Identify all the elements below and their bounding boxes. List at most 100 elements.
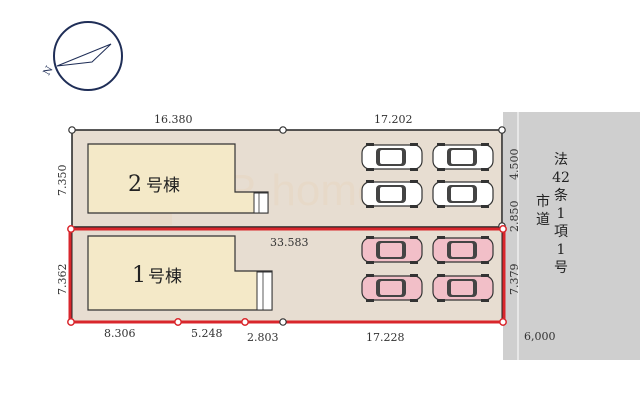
lot-1-selection-outline[interactable] xyxy=(68,227,506,324)
parking-car-lot2 xyxy=(361,143,423,171)
compass-north-label: N xyxy=(42,64,56,77)
road-label-char: 42 xyxy=(552,170,570,186)
boundary-marker xyxy=(67,225,75,233)
dim-lot2-frontage: 2.850 xyxy=(508,201,521,233)
parking-car-lot2 xyxy=(432,180,494,208)
parking-car-lot1 xyxy=(361,274,423,302)
dim-lot1-bottom-1: 8.306 xyxy=(104,327,136,340)
road-area xyxy=(503,112,640,360)
lot-2-parking xyxy=(361,143,494,208)
building-1-entrance xyxy=(256,271,273,311)
car-wheel xyxy=(481,143,489,146)
car-roof xyxy=(380,281,402,295)
car-wheel xyxy=(437,180,445,183)
dim-lot2-top-right: 17.202 xyxy=(374,113,413,126)
car-roof xyxy=(451,281,473,295)
boundary-marker xyxy=(279,318,287,326)
north-arrow-pointer-light xyxy=(56,43,112,67)
building-1-number: 1 xyxy=(132,263,146,288)
dim-lot1-bottom-4: 17.228 xyxy=(366,331,405,344)
road-label-char: 道 xyxy=(536,212,550,228)
building-1: 1 号棟 xyxy=(87,235,273,311)
parking-car-lot1 xyxy=(432,236,494,264)
car-wheel xyxy=(481,236,489,239)
car-wheel xyxy=(410,180,418,183)
dim-lot2-right: 4.500 xyxy=(508,149,521,181)
boundary-marker xyxy=(498,126,506,134)
car-roof xyxy=(380,243,402,257)
car-roof xyxy=(451,243,473,257)
boundary-marker xyxy=(279,126,287,134)
car-wheel xyxy=(481,274,489,277)
building-1-suffix: 号棟 xyxy=(148,267,182,287)
car-wheel xyxy=(366,180,374,183)
car-roof xyxy=(451,150,473,164)
car-wheel xyxy=(437,274,445,277)
parking-car-lot1 xyxy=(432,274,494,302)
boundary-marker xyxy=(68,126,76,134)
boundary-marker xyxy=(241,318,249,326)
dim-lot1-bottom-2: 5.248 xyxy=(191,327,223,340)
car-wheel xyxy=(437,168,445,171)
car-wheel xyxy=(410,299,418,302)
car-roof xyxy=(451,187,473,201)
building-2-number: 2 xyxy=(128,172,142,197)
boundary-marker xyxy=(499,225,507,233)
car-wheel xyxy=(366,168,374,171)
car-wheel xyxy=(481,261,489,264)
car-wheel xyxy=(366,274,374,277)
car-wheel xyxy=(410,261,418,264)
car-wheel xyxy=(410,274,418,277)
dim-lot1-left: 7.362 xyxy=(56,264,69,296)
road-width-label: 6,000 xyxy=(524,330,556,343)
road-label-char: 市 xyxy=(536,193,550,210)
dim-lot1-right: 7.379 xyxy=(508,264,521,296)
car-wheel xyxy=(410,236,418,239)
road-type-label: 市道 xyxy=(536,193,550,228)
car-wheel xyxy=(366,261,374,264)
lot-1-parking xyxy=(361,236,494,302)
car-wheel xyxy=(410,168,418,171)
compass: N xyxy=(42,21,123,91)
car-wheel xyxy=(366,299,374,302)
road-label-char: 1 xyxy=(557,242,566,258)
car-wheel xyxy=(481,168,489,171)
dim-lot1-diagonal: 33.583 xyxy=(270,236,309,249)
building-1-footprint xyxy=(87,235,273,311)
car-wheel xyxy=(481,205,489,208)
road-label-char: 号 xyxy=(554,260,568,276)
car-wheel xyxy=(366,143,374,146)
building-2-entrance xyxy=(253,192,269,214)
car-wheel xyxy=(481,180,489,183)
car-wheel xyxy=(366,236,374,239)
car-wheel xyxy=(410,205,418,208)
lot-1-boundary-markers xyxy=(67,225,507,326)
building-2-suffix: 号棟 xyxy=(146,176,180,196)
dim-lot1-bottom-3: 2.803 xyxy=(247,331,279,344)
road-label-char: 項 xyxy=(554,224,568,240)
parking-car-lot2 xyxy=(361,180,423,208)
car-wheel xyxy=(366,205,374,208)
car-wheel xyxy=(437,205,445,208)
boundary-marker xyxy=(67,318,75,326)
dim-lot2-left: 7.350 xyxy=(56,165,69,197)
car-wheel xyxy=(437,236,445,239)
car-roof xyxy=(380,187,402,201)
building-2-footprint xyxy=(87,143,269,214)
parking-car-lot1 xyxy=(361,236,423,264)
road-legal-label: 法 42条 1 項 1 号 xyxy=(552,152,570,276)
parking-car-lot2 xyxy=(432,143,494,171)
car-wheel xyxy=(410,143,418,146)
car-wheel xyxy=(481,299,489,302)
building-2: 2 号棟 xyxy=(87,143,269,214)
road-label-char: 条 xyxy=(554,187,568,204)
car-wheel xyxy=(437,143,445,146)
road-label-char: 1 xyxy=(557,206,566,222)
boundary-marker xyxy=(499,318,507,326)
car-wheel xyxy=(437,261,445,264)
car-wheel xyxy=(437,299,445,302)
boundary-marker xyxy=(174,318,182,326)
road-label-char: 法 xyxy=(554,152,568,168)
car-roof xyxy=(380,150,402,164)
